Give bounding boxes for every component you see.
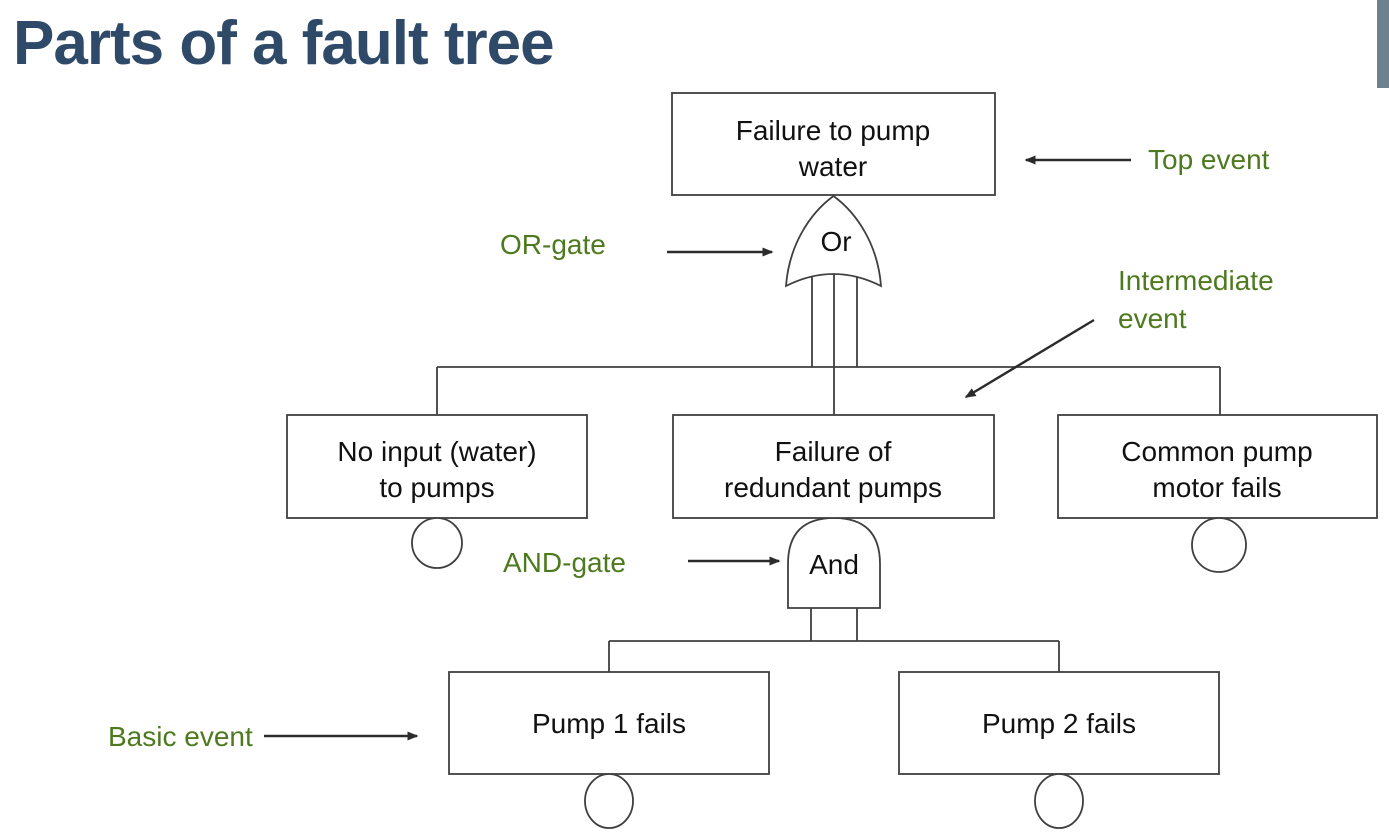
and-gate-label: And	[809, 549, 859, 580]
intermediate-box-redundant-pumps	[672, 414, 995, 519]
top-event-label-line1: Failure to pump	[736, 115, 931, 146]
annotation-intermediate-line1: Intermediate	[1118, 265, 1274, 296]
intermediate-label-redundant-line2: redundant pumps	[724, 472, 942, 503]
intermediate-label-common-line1: Common pump	[1121, 436, 1312, 467]
annotation-and-gate: AND-gate	[503, 547, 626, 578]
intermediate-label-common-line2: motor fails	[1152, 472, 1281, 503]
event-circle-no-input	[411, 517, 463, 569]
annotation-or-gate: OR-gate	[500, 229, 606, 260]
or-gate-label: Or	[820, 226, 851, 257]
event-circle-pump1	[584, 773, 634, 829]
annotation-basic-event: Basic event	[108, 721, 253, 752]
intermediate-box-common-motor	[1057, 414, 1378, 519]
fault-tree-connectors	[436, 274, 1221, 672]
top-event-label-line2: water	[798, 151, 867, 182]
or-gate-shape	[784, 194, 883, 288]
basic-event-box-pump1	[448, 671, 770, 775]
intermediate-label-no-input-line2: to pumps	[379, 472, 494, 503]
basic-event-label-pump1: Pump 1 fails	[532, 708, 686, 739]
intermediate-label-redundant-line1: Failure of	[775, 436, 892, 467]
event-circle-common-motor	[1191, 517, 1247, 573]
intermediate-event-arrow	[964, 318, 1095, 399]
basic-event-label-pump2: Pump 2 fails	[982, 708, 1136, 739]
annotation-intermediate-line2: event	[1118, 303, 1187, 334]
intermediate-label-no-input-line1: No input (water)	[337, 436, 536, 467]
event-circle-pump2	[1034, 773, 1084, 829]
top-event-box	[671, 92, 996, 196]
accent-bar	[1377, 0, 1389, 88]
slide-title: Parts of a fault tree	[13, 9, 555, 78]
annotation-top-event: Top event	[1148, 144, 1270, 175]
basic-event-box-pump2	[898, 671, 1220, 775]
